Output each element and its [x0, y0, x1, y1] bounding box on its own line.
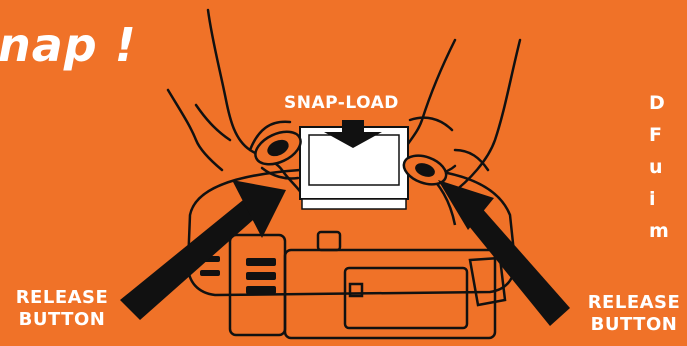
release-right-line1: RELEASE: [572, 292, 687, 314]
page-title: nap !: [0, 22, 137, 68]
release-left-arrow: [120, 180, 286, 320]
snap-load-label: SNAP-LOAD: [284, 93, 399, 113]
cropped-side-text: D F u i m: [649, 87, 669, 247]
release-left-line2: BUTTON: [0, 309, 124, 331]
release-right-arrow: [438, 180, 570, 326]
side-text-line: D: [649, 87, 669, 119]
release-right-line2: BUTTON: [572, 314, 687, 336]
release-button-label-right: RELEASE BUTTON: [572, 292, 687, 336]
side-text-line: m: [649, 215, 669, 247]
side-text-line: F: [649, 119, 669, 151]
release-left-line1: RELEASE: [0, 287, 124, 309]
grip-ridges: [200, 256, 276, 294]
release-button-label-left: RELEASE BUTTON: [0, 287, 124, 331]
side-text-line: i: [649, 183, 669, 215]
side-text-line: u: [649, 151, 669, 183]
